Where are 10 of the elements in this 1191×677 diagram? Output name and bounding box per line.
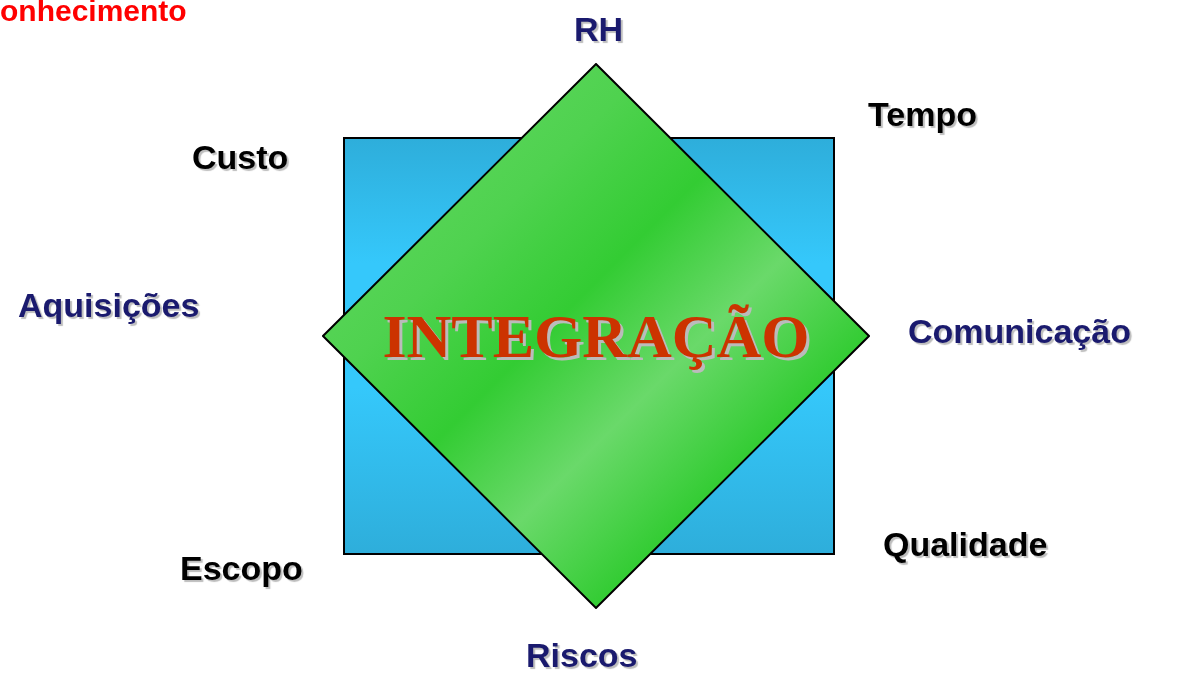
area-label: Tempo: [868, 95, 977, 134]
heading-text: onhecimento: [0, 0, 187, 28]
center-title: INTEGRAÇÃO: [382, 300, 810, 372]
area-label: Riscos: [526, 636, 638, 675]
area-label: RH: [574, 10, 624, 49]
area-label: Aquisições: [18, 286, 200, 325]
area-label: Qualidade: [883, 525, 1048, 564]
area-label: Escopo: [180, 549, 303, 588]
area-label: Custo: [192, 138, 289, 177]
area-label: Comunicação: [908, 312, 1131, 351]
